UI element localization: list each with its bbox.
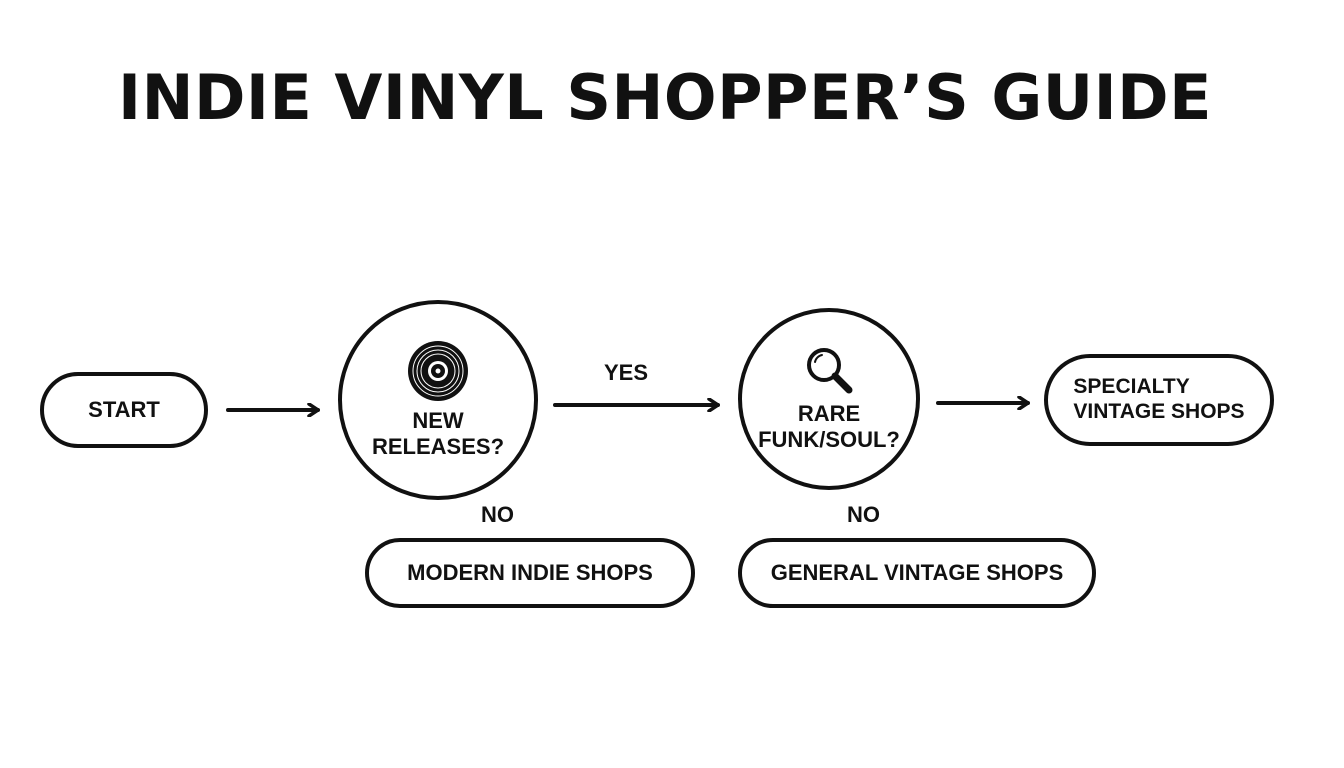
new-releases-decision-node: NEW RELEASES? [338,300,538,500]
start-node: START [40,372,208,448]
vinyl-record-icon [408,341,468,402]
general-vintage-shops-label: GENERAL VINTAGE SHOPS [770,560,1064,586]
magnifying-glass-icon [807,348,853,394]
general-vintage-shops-node: GENERAL VINTAGE SHOPS [738,538,1096,608]
modern-indie-shops-label: MODERN INDIE SHOPS [407,560,653,586]
edge-label-no-rare-funk-soul: NO [847,502,880,527]
new-releases-label: NEW RELEASES? [371,408,505,459]
page-title: INDIE VINYL SHOPPER’S GUIDE [118,61,1212,134]
specialty-vintage-shops-label: SPECIALTY VINTAGE SHOPS [1073,375,1245,423]
rare-funk-soul-label: RARE FUNK/SOUL? [758,401,900,452]
specialty-vintage-shops-node: SPECIALTY VINTAGE SHOPS [1044,354,1274,446]
modern-indie-shops-node: MODERN INDIE SHOPS [365,538,695,608]
edge-label-no-new-releases: NO [481,502,514,527]
rare-funk-soul-decision-node: RARE FUNK/SOUL? [738,308,920,490]
edge-label-yes: YES [604,360,649,385]
start-node-label: START [88,397,160,423]
